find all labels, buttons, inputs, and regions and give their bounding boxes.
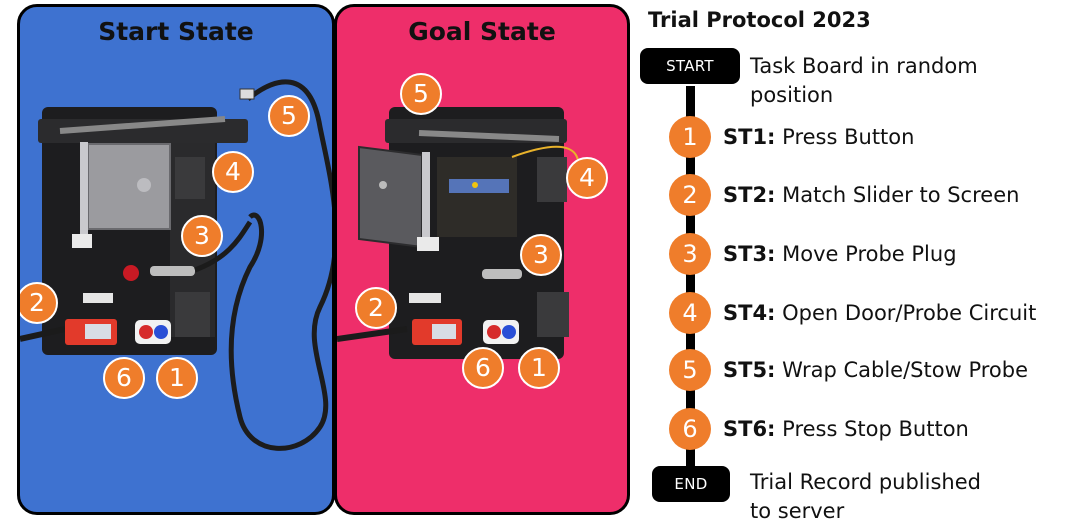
start-state-panel: Start State 5 4 3 2 6 1 — [17, 4, 335, 515]
start-marker-5: 5 — [268, 95, 310, 137]
step-6-circle: 6 — [669, 408, 711, 450]
step-3-circle: 3 — [669, 233, 711, 275]
goal-marker-6: 6 — [462, 347, 504, 389]
step-5-circle: 5 — [669, 349, 711, 391]
step-5-text: Wrap Cable/Stow Probe — [782, 358, 1029, 382]
start-marker-6: 6 — [103, 357, 145, 399]
end-pill: END — [652, 466, 730, 502]
step-6-code: ST6: — [723, 417, 776, 441]
goal-marker-2: 2 — [355, 287, 397, 329]
end-description: Trial Record published to server — [750, 468, 981, 526]
goal-marker-5: 5 — [400, 73, 442, 115]
step-1-circle: 1 — [669, 116, 711, 158]
start-pill: START — [640, 48, 740, 84]
step-3-label: ST3: Move Probe Plug — [723, 240, 957, 268]
start-marker-4: 4 — [212, 151, 254, 193]
start-description-line2: position — [750, 83, 834, 107]
end-description-line2: to server — [750, 499, 845, 523]
goal-task-board-photo — [337, 107, 580, 359]
start-marker-1: 1 — [156, 357, 198, 399]
step-1-text: Press Button — [782, 125, 915, 149]
protocol-title: Trial Protocol 2023 — [648, 8, 871, 32]
step-3-text: Move Probe Plug — [782, 242, 957, 266]
goal-marker-1: 1 — [518, 347, 560, 389]
end-description-line1: Trial Record published — [750, 470, 981, 494]
step-2-label: ST2: Match Slider to Screen — [723, 181, 1019, 209]
start-description: Task Board in random position — [750, 52, 978, 110]
step-4-circle: 4 — [669, 292, 711, 334]
step-5-label: ST5: Wrap Cable/Stow Probe — [723, 356, 1028, 384]
step-4-code: ST4: — [723, 301, 776, 325]
start-marker-3: 3 — [181, 215, 223, 257]
goal-state-panel: Goal State 5 4 3 2 6 1 — [334, 4, 630, 515]
step-4-text: Open Door/Probe Circuit — [782, 301, 1037, 325]
start-description-line1: Task Board in random — [750, 54, 978, 78]
step-2-text: Match Slider to Screen — [782, 183, 1020, 207]
step-2-code: ST2: — [723, 183, 776, 207]
goal-marker-3: 3 — [520, 234, 562, 276]
timeline-line — [686, 86, 695, 466]
step-2-circle: 2 — [669, 174, 711, 216]
goal-state-title: Goal State — [408, 17, 556, 46]
step-6-label: ST6: Press Stop Button — [723, 415, 969, 443]
goal-marker-4: 4 — [566, 157, 608, 199]
start-marker-2: 2 — [20, 282, 58, 324]
step-3-code: ST3: — [723, 242, 776, 266]
start-state-title: Start State — [98, 17, 254, 46]
step-1-label: ST1: Press Button — [723, 123, 914, 151]
step-1-code: ST1: — [723, 125, 776, 149]
step-4-label: ST4: Open Door/Probe Circuit — [723, 299, 1036, 327]
step-5-code: ST5: — [723, 358, 776, 382]
start-task-board-photo — [20, 79, 332, 451]
step-6-text: Press Stop Button — [782, 417, 969, 441]
